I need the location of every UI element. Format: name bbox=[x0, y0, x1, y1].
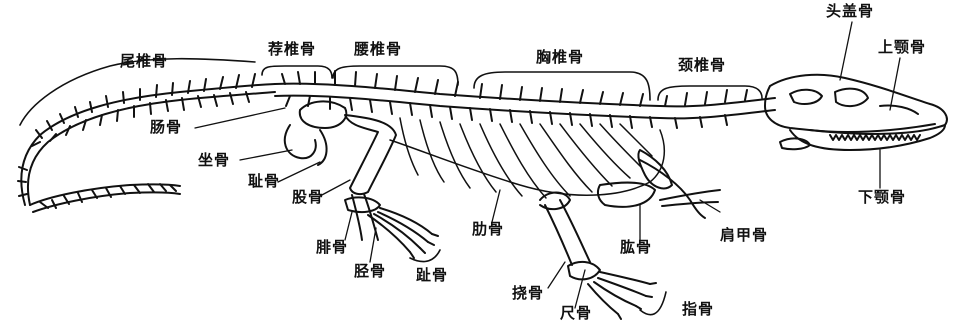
ulna-bone bbox=[560, 200, 590, 262]
eye-socket bbox=[790, 90, 822, 104]
label-lower-jaw: 下颚骨 bbox=[858, 190, 906, 205]
front-foot-right bbox=[660, 190, 720, 206]
label-ribs: 肋骨 bbox=[472, 222, 504, 237]
skull-detail bbox=[880, 105, 918, 114]
skull bbox=[765, 75, 947, 150]
label-tail-vertebrae: 尾椎骨 bbox=[120, 54, 168, 69]
label-thoracic-vertebrae: 胸椎骨 bbox=[536, 50, 584, 65]
leader-skull bbox=[840, 22, 852, 80]
label-sacral-vertebrae: 荐椎骨 bbox=[268, 42, 316, 57]
skull-cranium bbox=[765, 75, 947, 134]
label-pubis: 耻骨 bbox=[248, 174, 280, 189]
leader-ischium bbox=[240, 150, 292, 160]
label-ischium: 坐骨 bbox=[198, 153, 230, 168]
label-tibia: 胫骨 bbox=[354, 264, 386, 279]
label-radius: 挠骨 bbox=[512, 286, 544, 301]
hind-limb bbox=[285, 101, 438, 258]
label-finger-bones: 指骨 bbox=[682, 302, 714, 317]
label-femur: 股骨 bbox=[292, 190, 324, 205]
femur-bone bbox=[345, 115, 396, 194]
label-lumbar-vertebrae: 腰椎骨 bbox=[354, 42, 402, 57]
ischium-bone bbox=[285, 125, 316, 158]
leader-radius bbox=[548, 262, 565, 288]
wrist-bones bbox=[568, 262, 600, 279]
label-upper-jaw: 上颚骨 bbox=[878, 40, 926, 55]
leader-tibia bbox=[370, 228, 376, 262]
leader-ulna bbox=[575, 270, 585, 308]
label-skull: 头盖骨 bbox=[826, 4, 874, 19]
label-cervical-vertebrae: 颈椎骨 bbox=[678, 58, 726, 73]
leader-ribs bbox=[492, 190, 500, 222]
ilium-bone bbox=[300, 101, 347, 128]
tail-spine-curve bbox=[21, 84, 275, 205]
leader-fibula bbox=[345, 212, 352, 240]
nostril-opening bbox=[835, 89, 868, 106]
toe-bones bbox=[368, 208, 432, 252]
tail-lower-segment-2 bbox=[33, 192, 180, 212]
label-toe-bones: 趾骨 bbox=[416, 268, 448, 283]
label-ulna: 尺骨 bbox=[560, 306, 592, 321]
vertebra-spines bbox=[282, 71, 747, 106]
ankle-bones bbox=[345, 197, 380, 212]
tail-chevrons bbox=[32, 74, 255, 146]
tail-vertebrae bbox=[18, 74, 275, 212]
tail-tip-vertebrae bbox=[18, 167, 176, 208]
label-scapula: 肩甲骨 bbox=[720, 228, 768, 243]
fibula-bone bbox=[352, 195, 362, 240]
pubis-bone bbox=[318, 130, 327, 165]
ribs bbox=[390, 118, 664, 198]
leader-upper-jaw bbox=[890, 58, 900, 110]
spine bbox=[275, 71, 775, 128]
label-ilium: 肠骨 bbox=[150, 120, 182, 135]
label-fibula: 腓骨 bbox=[316, 240, 348, 255]
elbow-joint bbox=[540, 193, 570, 210]
shoulder-girdle bbox=[640, 160, 705, 218]
front-limb bbox=[540, 150, 720, 319]
teeth bbox=[830, 135, 920, 140]
leader-femur bbox=[320, 180, 350, 196]
leader-ilium bbox=[195, 108, 285, 128]
label-humerus: 肱骨 bbox=[620, 240, 652, 255]
rib-cage-outline bbox=[390, 130, 664, 195]
leader-pubis bbox=[278, 162, 320, 182]
